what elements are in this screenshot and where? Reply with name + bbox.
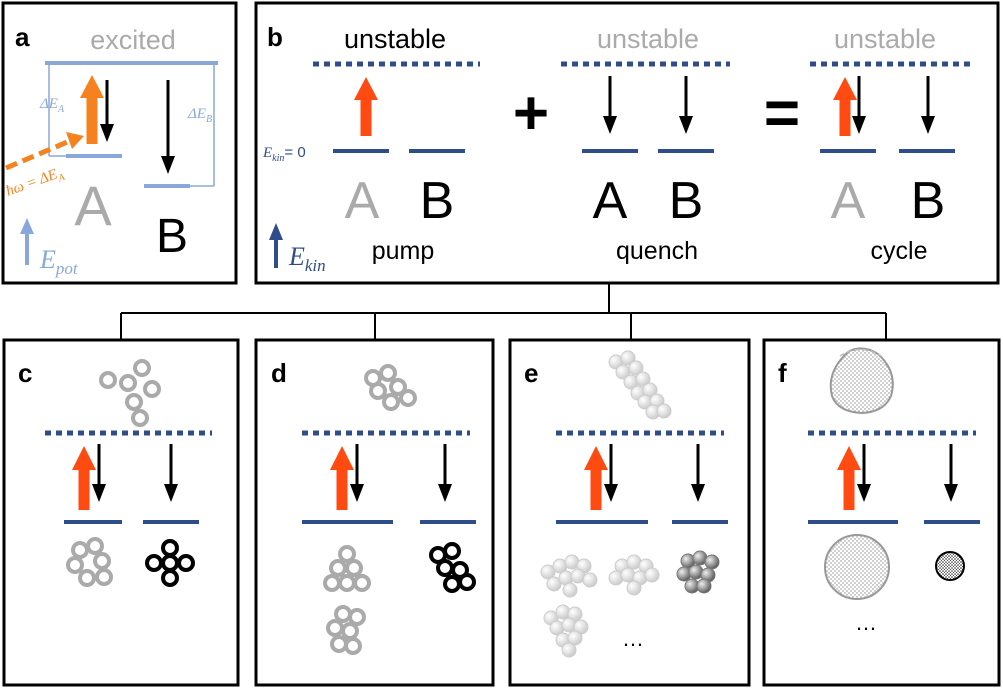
cluster-excited-e — [608, 350, 672, 420]
panel-f-letter: f — [778, 358, 787, 388]
cluster-a2-d — [326, 605, 366, 655]
quench-label: quench — [616, 237, 698, 265]
particle-b-f — [935, 551, 965, 581]
panel-f: f … — [762, 338, 1001, 687]
delta-ea-label: ΔEA — [39, 96, 65, 115]
equals-sign: = — [764, 79, 800, 148]
quench-species-a: A — [593, 172, 628, 230]
absorption-arrow-head — [80, 75, 104, 98]
cluster-b-d — [429, 542, 476, 593]
pump-label: pump — [372, 237, 435, 265]
particle-a-f — [824, 534, 890, 600]
cluster-a1-e — [540, 554, 598, 598]
panel-c-frame — [2, 338, 240, 687]
cycle-species-b: B — [911, 172, 946, 230]
branch-connector — [120, 283, 887, 340]
ellipsis-f: … — [855, 610, 877, 635]
cluster-excited-d — [364, 364, 417, 411]
unstable-label-cycle: unstable — [834, 24, 936, 54]
panel-a: a excited ΔEA ΔEB ħω = ΔEA A B Epot — [1, 1, 238, 285]
ekin-label: Ekin — [288, 242, 326, 275]
panel-f-frame — [762, 338, 1001, 687]
cluster-a2-e — [608, 554, 660, 596]
panel-d-frame — [254, 338, 495, 687]
panel-c: c — [2, 338, 240, 687]
pump-species-a: A — [345, 172, 380, 230]
panel-b-letter: b — [267, 22, 283, 52]
panel-a-letter: a — [15, 22, 30, 52]
cluster-a3-e — [543, 604, 589, 658]
excited-label: excited — [90, 25, 176, 55]
panel-e-letter: e — [524, 358, 538, 388]
unstable-label-pump: unstable — [344, 24, 446, 54]
photon-arrow — [5, 137, 73, 171]
panel-e: e — [508, 338, 751, 687]
panel-b-frame — [254, 1, 1000, 285]
cluster-b-c — [145, 539, 195, 587]
cycle-label: cycle — [871, 237, 928, 265]
ekin-zero-label: Ekin= 0 — [262, 144, 306, 164]
panel-e-frame — [508, 338, 751, 687]
species-a-label: A — [74, 174, 112, 237]
plus-sign: + — [513, 79, 549, 148]
panel-d: d — [254, 338, 495, 687]
cluster-a-c — [66, 537, 113, 587]
cluster-b-e — [676, 550, 720, 594]
unstable-label-quench: unstable — [597, 24, 699, 54]
ellipsis-e: … — [622, 626, 644, 651]
photon-energy-label: ħω = ΔEA — [4, 164, 67, 203]
panel-c-letter: c — [18, 358, 32, 388]
panel-d-letter: d — [271, 358, 287, 388]
epot-label: Epot — [39, 245, 79, 278]
panel-a-frame — [1, 1, 238, 285]
cluster-excited-c — [99, 359, 161, 427]
cluster-a1-d — [323, 545, 371, 592]
delta-eb-label: ΔEB — [187, 106, 212, 125]
cycle-species-a: A — [831, 172, 866, 230]
quench-species-b: B — [669, 172, 704, 230]
pump-species-b: B — [420, 172, 455, 230]
panel-b: b unstable Ekin= 0 A B Ekin pump + unsta… — [254, 1, 1000, 285]
particle-excited-f — [829, 347, 894, 415]
species-b-label: B — [156, 210, 188, 263]
